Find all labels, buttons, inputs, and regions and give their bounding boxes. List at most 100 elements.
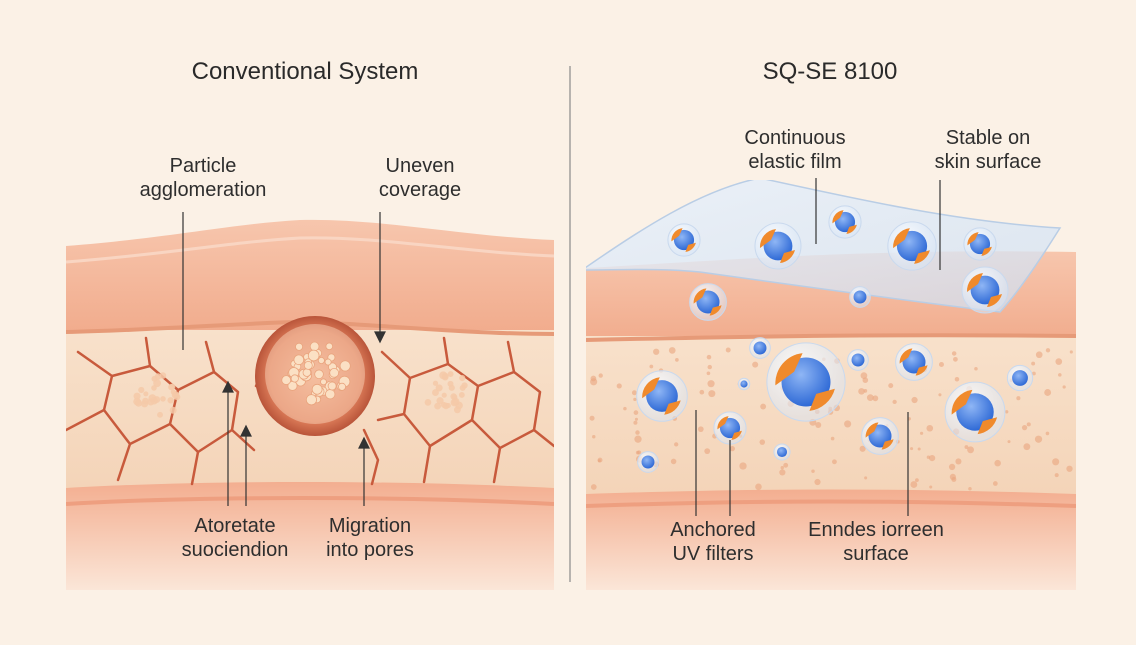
skin-dot	[1023, 443, 1031, 451]
orange-cap	[717, 416, 729, 430]
particle	[307, 349, 320, 362]
label-line: UV filters	[672, 543, 754, 565]
label-line: Continuous	[744, 127, 846, 149]
particle	[147, 398, 155, 406]
agglomerate-cluster-left	[133, 372, 181, 418]
skin-dot	[968, 487, 972, 491]
particle	[169, 406, 177, 414]
particle	[338, 382, 347, 391]
skin-dot	[706, 354, 712, 360]
skin-dot	[623, 406, 627, 411]
skin-dot	[589, 415, 595, 421]
particle	[143, 391, 149, 397]
skin-dot	[668, 347, 676, 354]
crack-line	[376, 412, 406, 422]
skin-dot	[707, 364, 712, 370]
particle	[169, 383, 176, 390]
crack-line	[144, 336, 152, 368]
orange-cap	[981, 246, 992, 256]
skin-dot	[1069, 350, 1073, 354]
skin-dot	[1062, 385, 1066, 389]
particle	[281, 375, 292, 385]
skin-dot	[929, 485, 933, 489]
particle	[309, 341, 320, 352]
skin-dot	[653, 348, 660, 355]
uneven-pointer-arrow	[374, 331, 386, 344]
skin-dot	[914, 478, 919, 483]
label-line: Particle	[169, 155, 237, 177]
orange-cap	[865, 422, 879, 438]
skin-dot	[598, 373, 603, 378]
label-anchored-uv-filters: Anchored UV filters	[648, 518, 778, 566]
migration-arrow	[358, 436, 370, 449]
label-line: Stable on	[945, 127, 1031, 149]
label-line: surface	[843, 543, 909, 565]
orange-cap	[893, 228, 910, 249]
uv-filter-core	[1012, 370, 1028, 386]
skin-dot	[953, 356, 958, 362]
label-particle-agglomeration: Particle agglomeration	[128, 154, 278, 202]
skin-dot	[649, 364, 654, 369]
skin-dot	[760, 403, 767, 410]
skin-dot	[1032, 371, 1036, 376]
uv-filter-core	[853, 290, 867, 304]
skin-dot	[814, 478, 821, 486]
label-enndes-surface: Enndes iorreen surface	[796, 518, 956, 566]
skin-dot	[1034, 435, 1043, 443]
skin-dot	[706, 371, 711, 376]
particle	[448, 384, 455, 391]
left-panel-title: Conventional System	[191, 58, 419, 85]
skin-dot	[832, 459, 837, 465]
particle	[325, 389, 336, 400]
skin-dot	[592, 435, 596, 439]
skin-dot	[1058, 373, 1062, 377]
crack-line	[176, 370, 256, 452]
skin-dot	[635, 430, 640, 435]
skin-dot	[951, 351, 957, 356]
particle	[441, 392, 447, 398]
skin-dot	[1045, 431, 1050, 436]
skin-dot	[1055, 358, 1063, 365]
particle	[459, 374, 466, 382]
skin-dot	[675, 358, 679, 362]
particle	[305, 394, 317, 406]
particle	[138, 386, 145, 394]
atoretate-arrow-2	[240, 424, 252, 437]
skin-dot	[674, 442, 679, 447]
label-atoretate: Atoretate suociendion	[160, 514, 310, 562]
orange-cap	[731, 430, 742, 440]
left-stratum-top-highlight	[66, 236, 554, 264]
label-continuous-film: Continuous elastic film	[720, 126, 870, 174]
skin-dot	[911, 396, 918, 404]
left-bottom-line	[66, 496, 554, 506]
orange-cap	[967, 232, 979, 246]
skin-cracks	[66, 336, 554, 486]
particle	[458, 391, 465, 398]
skin-dot	[636, 450, 642, 455]
skin-dot	[633, 420, 638, 425]
particle	[327, 381, 337, 391]
particle	[293, 354, 305, 366]
atoretate-arrow-1	[222, 380, 234, 393]
particle	[435, 384, 443, 392]
skin-dot	[954, 376, 960, 382]
skin-dot	[634, 417, 639, 421]
skin-dot	[783, 462, 789, 468]
particle	[450, 398, 459, 407]
label-line: Migration	[328, 515, 412, 537]
skin-dot	[926, 424, 934, 432]
orange-cap	[809, 388, 835, 411]
orange-cap	[759, 229, 776, 248]
particle	[445, 402, 451, 409]
orange-cap	[846, 224, 857, 234]
particle	[320, 378, 327, 386]
particle	[302, 368, 312, 377]
orange-cap	[664, 400, 681, 415]
skin-dot	[1031, 361, 1036, 366]
orange-cap	[671, 228, 683, 242]
orange-cap	[977, 417, 998, 435]
crack-line	[506, 340, 516, 374]
crack-line	[196, 428, 234, 454]
skin-dot	[616, 383, 622, 389]
